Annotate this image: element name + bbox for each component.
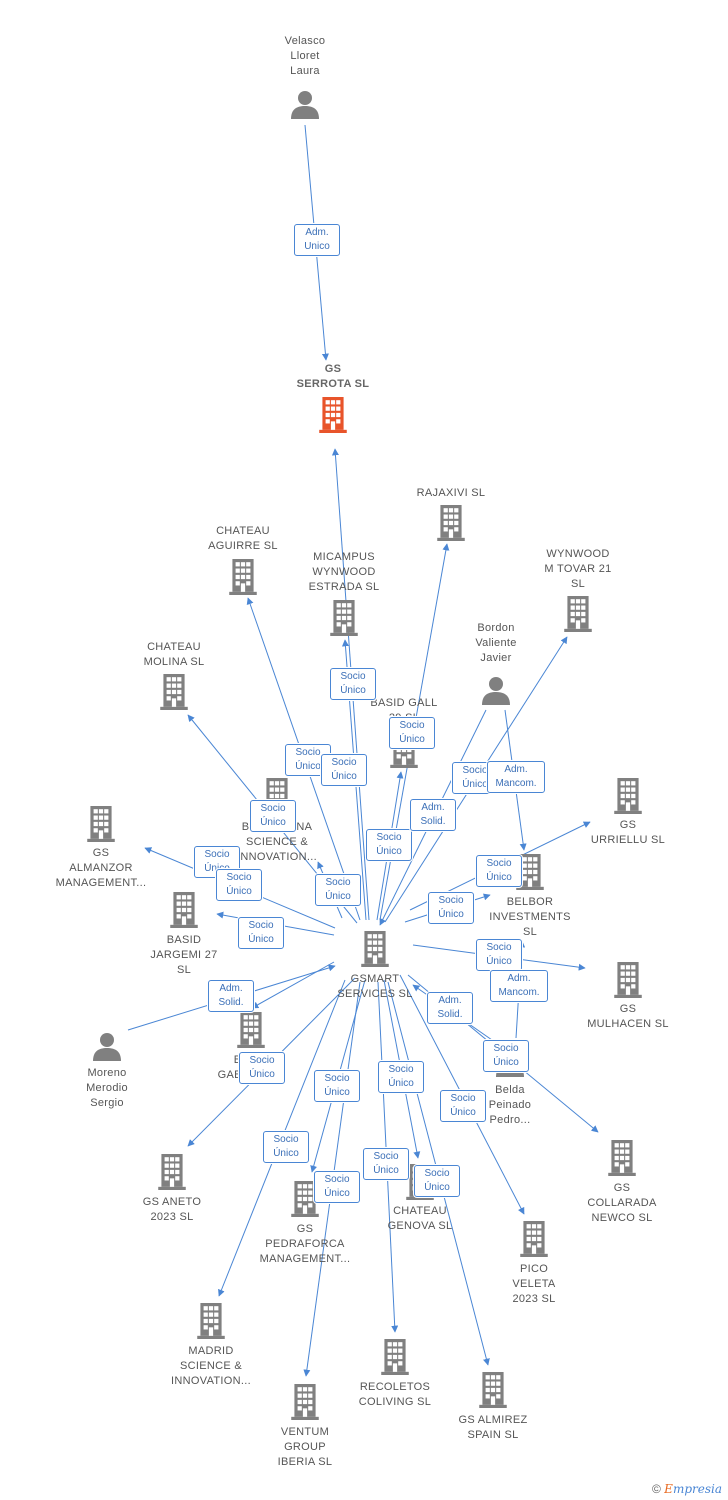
- node-label-gs_aneto[interactable]: GS ANETO 2023 SL: [142, 1196, 202, 1223]
- building-icon-gs_serrota[interactable]: [319, 397, 347, 433]
- person-icon-velasco[interactable]: [291, 91, 319, 119]
- node-label-gs_serrota[interactable]: GS SERROTA SL: [296, 363, 370, 390]
- building-icon-gs_almanzor[interactable]: [87, 806, 115, 842]
- relation-badge[interactable]: Adm. Mancom.: [487, 761, 545, 793]
- relation-badge[interactable]: Socio Único: [239, 1052, 285, 1084]
- node-label-gsmart[interactable]: GSMART SERVICES SL: [337, 973, 413, 1000]
- relation-badge[interactable]: Adm. Mancom.: [490, 970, 548, 1002]
- building-icon-chateau_aguirre[interactable]: [229, 559, 257, 595]
- node-label-gs_collarada[interactable]: GS COLLARADA NEWCO SL: [587, 1182, 657, 1224]
- node-label-pico_veleta[interactable]: PICO VELETA 2023 SL: [512, 1263, 556, 1305]
- relation-badge[interactable]: Socio Único: [263, 1131, 309, 1163]
- building-icon-basid_jargemi[interactable]: [170, 892, 198, 928]
- building-icon-gs_mulhacen[interactable]: [614, 962, 642, 998]
- brand-initial: E: [664, 1482, 673, 1496]
- node-label-gs_urriellu[interactable]: GS URRIELLU SL: [590, 819, 666, 846]
- node-label-gs_pedraforca[interactable]: GS PEDRAFORCA MANAGEMENT...: [259, 1223, 351, 1265]
- building-icon-wynwood[interactable]: [564, 596, 592, 632]
- brand-name: mpresia: [672, 1482, 722, 1496]
- building-icon-gs_aneto[interactable]: [158, 1154, 186, 1190]
- building-icon-gs_almirez[interactable]: [479, 1372, 507, 1408]
- building-icon-gs_collarada[interactable]: [608, 1140, 636, 1176]
- building-icon-gs_urriellu[interactable]: [614, 778, 642, 814]
- relation-badge[interactable]: Socio Único: [314, 1070, 360, 1102]
- relation-badge[interactable]: Socio Único: [476, 939, 522, 971]
- relation-badge[interactable]: Socio Único: [250, 800, 296, 832]
- relation-badge[interactable]: Socio Único: [216, 869, 262, 901]
- copyright-symbol: ©: [651, 1482, 661, 1496]
- relation-badge[interactable]: Socio Único: [414, 1165, 460, 1197]
- node-label-moreno[interactable]: Moreno Merodio Sergio: [86, 1067, 128, 1109]
- relation-badge[interactable]: Socio Único: [238, 917, 284, 949]
- relation-badge[interactable]: Socio Único: [428, 892, 474, 924]
- building-icon-rajaxivi[interactable]: [437, 505, 465, 541]
- building-icon-recoletos[interactable]: [381, 1339, 409, 1375]
- building-icon-chateau_molina[interactable]: [160, 674, 188, 710]
- node-label-belbor[interactable]: BELBOR INVESTMENTS SL: [489, 896, 571, 938]
- node-label-recoletos[interactable]: RECOLETOS COLIVING SL: [358, 1381, 432, 1408]
- building-icon-madrid_sci[interactable]: [197, 1303, 225, 1339]
- node-label-belda[interactable]: Belda Peinado Pedro...: [488, 1084, 532, 1126]
- relation-badge[interactable]: Socio Único: [321, 754, 367, 786]
- node-label-ventum[interactable]: VENTUM GROUP IBERIA SL: [277, 1426, 333, 1468]
- person-icon-moreno[interactable]: [93, 1033, 121, 1061]
- building-icon-micampus[interactable]: [330, 600, 358, 636]
- node-label-gs_mulhacen[interactable]: GS MULHACEN SL: [587, 1003, 669, 1030]
- node-label-chateau_aguirre[interactable]: CHATEAU AGUIRRE SL: [208, 525, 278, 552]
- relation-badge[interactable]: Adm. Unico: [294, 224, 340, 256]
- node-label-micampus[interactable]: MICAMPUS WYNWOOD ESTRADA SL: [308, 551, 380, 593]
- relation-badge[interactable]: Adm. Solid.: [208, 980, 254, 1012]
- node-label-bordon[interactable]: Bordon Valiente Javier: [475, 622, 517, 664]
- relation-badge[interactable]: Socio Único: [476, 855, 522, 887]
- building-icon-gsmart[interactable]: [361, 931, 389, 967]
- node-label-gs_almirez[interactable]: GS ALMIREZ SPAIN SL: [458, 1414, 528, 1441]
- building-icon-ventum[interactable]: [291, 1384, 319, 1420]
- relation-badge[interactable]: Socio Único: [483, 1040, 529, 1072]
- person-icon-bordon[interactable]: [482, 677, 510, 705]
- edge-gsmart-to-basid_gabriel: [251, 961, 335, 1009]
- relation-badge[interactable]: Socio Único: [389, 717, 435, 749]
- node-label-basid_jargemi[interactable]: BASID JARGEMI 27 SL: [150, 934, 218, 976]
- node-label-wynwood[interactable]: WYNWOOD M TOVAR 21 SL: [544, 548, 612, 590]
- relation-badge[interactable]: Adm. Solid.: [410, 799, 456, 831]
- node-label-madrid_sci[interactable]: MADRID SCIENCE & INNOVATION...: [171, 1345, 251, 1387]
- relation-badge[interactable]: Socio Único: [314, 1171, 360, 1203]
- empresia-watermark: © Empresia: [652, 1482, 722, 1496]
- relation-badge[interactable]: Socio Único: [440, 1090, 486, 1122]
- building-icon-pico_veleta[interactable]: [520, 1221, 548, 1257]
- node-label-velasco[interactable]: Velasco Lloret Laura: [284, 35, 326, 77]
- relation-badge[interactable]: Adm. Solid.: [427, 992, 473, 1024]
- relation-badge[interactable]: Socio Único: [378, 1061, 424, 1093]
- relation-badge[interactable]: Socio Único: [330, 668, 376, 700]
- relation-badge[interactable]: Socio Único: [315, 874, 361, 906]
- building-icon-basid_gabriel[interactable]: [237, 1012, 265, 1048]
- relation-badge[interactable]: Socio Único: [366, 829, 412, 861]
- node-label-rajaxivi[interactable]: RAJAXIVI SL: [416, 487, 486, 499]
- node-label-gs_almanzor[interactable]: GS ALMANZOR MANAGEMENT...: [55, 847, 147, 889]
- node-label-chateau_genova[interactable]: CHATEAU GENOVA SL: [387, 1205, 453, 1232]
- relation-badge[interactable]: Socio Único: [363, 1148, 409, 1180]
- node-label-chateau_molina[interactable]: CHATEAU MOLINA SL: [143, 641, 205, 668]
